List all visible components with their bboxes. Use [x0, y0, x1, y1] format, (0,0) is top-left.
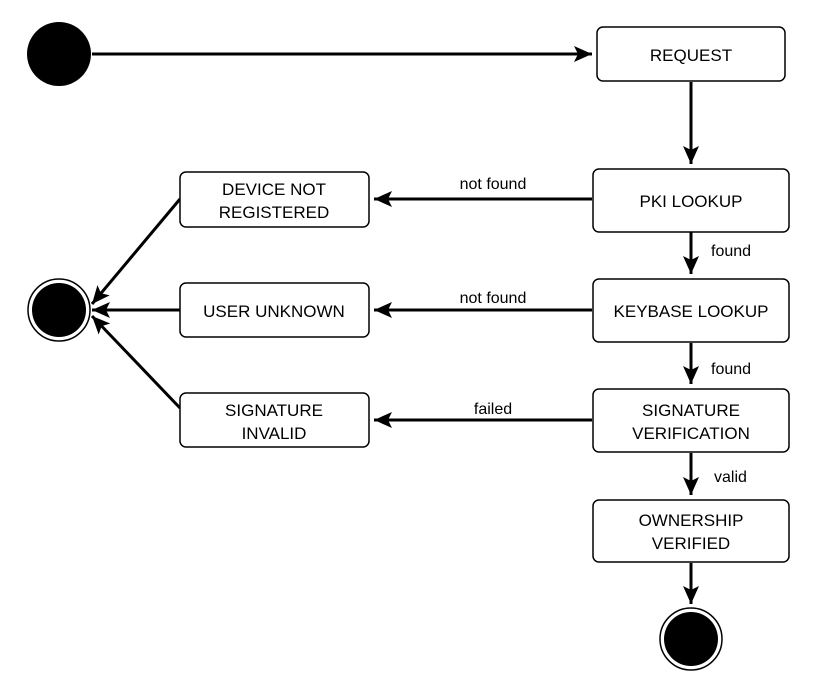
edge-label-keybase-not-found: not found	[460, 290, 527, 307]
state-ownership-verified-label-line2: VERIFIED	[652, 534, 730, 553]
state-device-not-registered-label-line2: REGISTERED	[219, 203, 330, 222]
final-node-left	[27, 278, 91, 342]
state-device-not-registered: DEVICE NOT REGISTERED	[179, 171, 370, 228]
edge-invalid-to-final	[90, 314, 182, 410]
state-keybase-lookup-label: KEYBASE LOOKUP	[614, 302, 769, 321]
state-signature-invalid-label-line1: SIGNATURE	[225, 401, 323, 420]
edge-device-to-final	[90, 198, 182, 305]
final-node-bottom	[659, 607, 723, 671]
state-pki-lookup: PKI LOOKUP	[592, 168, 790, 233]
state-user-unknown-label: USER UNKNOWN	[203, 302, 345, 321]
edge-label-signature-valid: valid	[714, 469, 747, 486]
state-ownership-verified: OWNERSHIP VERIFIED	[592, 499, 790, 563]
initial-node	[27, 22, 91, 86]
edge-label-signature-failed: failed	[474, 401, 512, 418]
state-signature-invalid-label-line2: INVALID	[242, 424, 307, 443]
state-ownership-verified-label-line1: OWNERSHIP	[639, 511, 744, 530]
state-pki-lookup-label: PKI LOOKUP	[640, 192, 743, 211]
state-signature-verification: SIGNATURE VERIFICATION	[592, 388, 790, 453]
state-signature-invalid: SIGNATURE INVALID	[179, 392, 370, 448]
state-signature-verification-label-line1: SIGNATURE	[642, 401, 740, 420]
state-signature-verification-label-line2: VERIFICATION	[632, 424, 750, 443]
edge-label-pki-not-found: not found	[460, 176, 527, 193]
state-device-not-registered-label-line1: DEVICE NOT	[222, 180, 326, 199]
state-user-unknown: USER UNKNOWN	[179, 282, 370, 338]
edge-label-keybase-found: found	[711, 361, 751, 378]
state-request-label: REQUEST	[650, 46, 732, 65]
state-request: REQUEST	[596, 26, 786, 82]
edge-label-pki-found: found	[711, 243, 751, 260]
state-keybase-lookup: KEYBASE LOOKUP	[592, 278, 790, 343]
